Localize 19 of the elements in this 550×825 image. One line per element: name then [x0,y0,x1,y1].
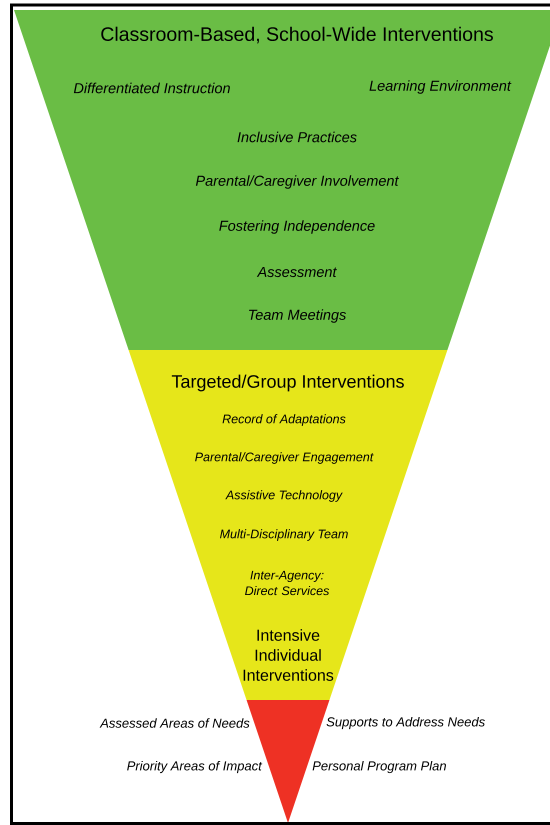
item-text: Learning Environment [370,80,512,94]
item-text: Fostering Independence [219,220,375,234]
item-text: Inter-Agency: Direct Services [245,570,330,596]
band-heading: Intensive Individual Interventions [244,629,334,681]
item-text: Parental/Caregiver Involvement [196,175,399,189]
item-text: Parental/Caregiver Engagement [195,452,374,464]
item-text: Multi-Disciplinary Team [220,529,348,541]
side-label: Priority Areas of Impact [127,760,262,774]
side-label: Personal Program Plan [312,760,446,774]
item-text: Record of Adaptations [222,414,346,426]
band-heading: Classroom-Based, School-Wide Interventions [101,26,493,44]
item-text: Team Meetings [249,309,346,323]
item-text: Assessment [256,266,337,278]
item-text: Assistive Technology [225,490,343,502]
item-text: Differentiated Instruction [74,82,230,94]
band-heading: Targeted/Group Interventions [172,374,404,392]
side-label: Assessed Areas of Needs [100,718,250,728]
item-text: Inclusive Practices [238,132,357,142]
side-label: Supports to Address Needs [326,716,485,730]
